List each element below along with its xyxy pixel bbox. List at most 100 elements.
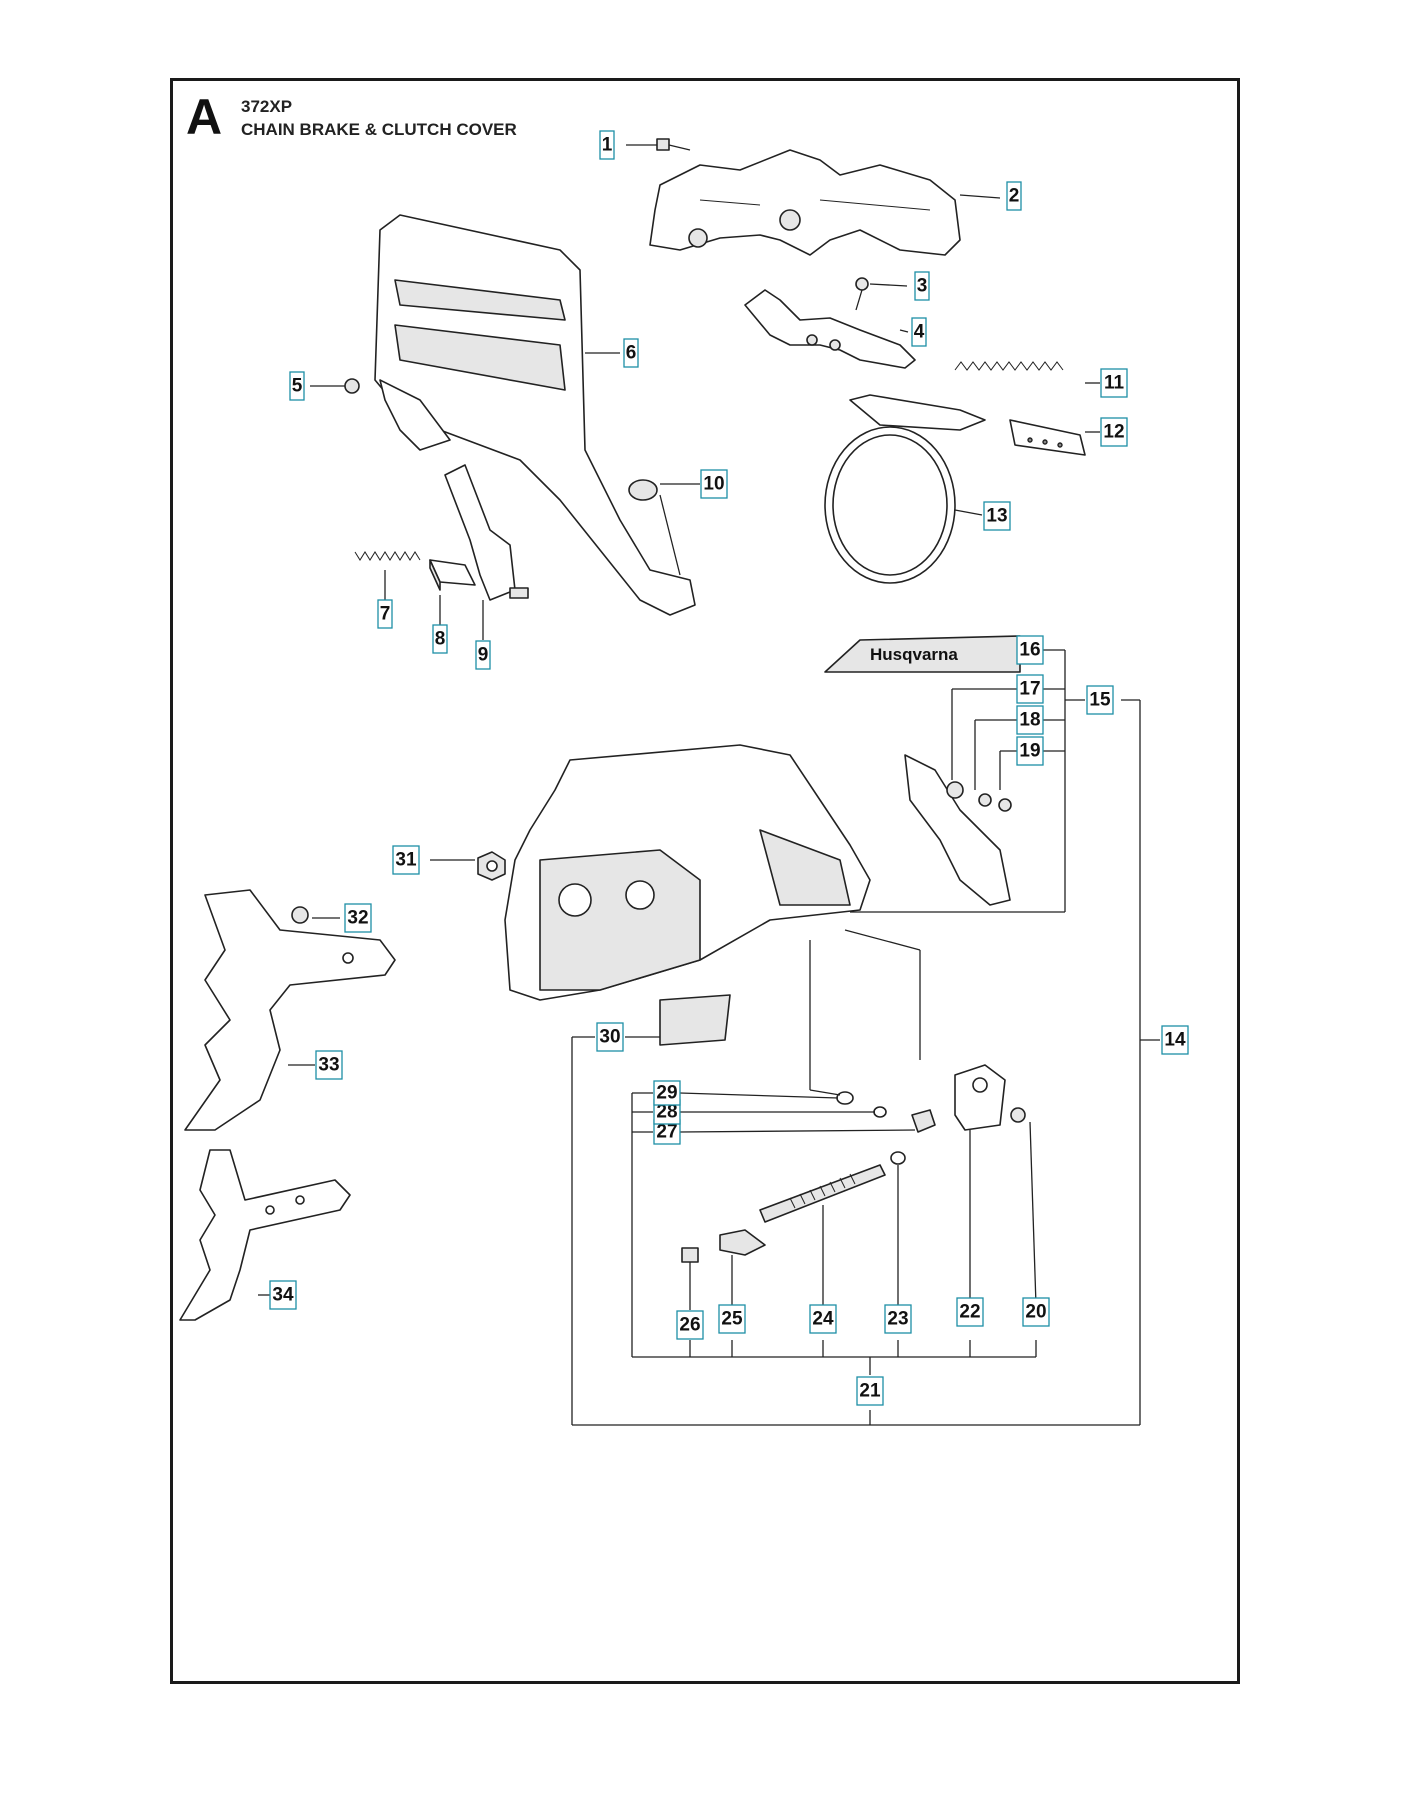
svg-text:30: 30 <box>599 1027 620 1048</box>
callout-15: 15 <box>1086 685 1114 715</box>
part-23-washer <box>890 1151 906 1165</box>
svg-text:23: 23 <box>887 1309 908 1330</box>
part-5-screw <box>344 378 360 394</box>
svg-text:25: 25 <box>721 1309 743 1330</box>
callout-9: 9 <box>475 640 491 670</box>
part-31-nut <box>477 851 506 881</box>
callout-29: 29 <box>653 1080 681 1106</box>
callout-20: 20 <box>1022 1297 1050 1327</box>
callout-8: 8 <box>432 624 448 654</box>
svg-text:14: 14 <box>1164 1030 1186 1051</box>
part-15-brake-plate <box>904 754 1012 906</box>
part-12-bracket <box>1009 419 1086 456</box>
callout-31: 31 <box>392 845 420 875</box>
callout-21: 21 <box>856 1376 884 1406</box>
part-26-nut <box>681 1247 699 1263</box>
svg-text:2: 2 <box>1009 186 1020 207</box>
svg-text:18: 18 <box>1019 710 1040 731</box>
diagram-title: CHAIN BRAKE & CLUTCH COVER <box>241 120 517 139</box>
svg-text:24: 24 <box>812 1309 834 1330</box>
part-2-guard-plate <box>649 149 961 256</box>
callout-13: 13 <box>983 501 1011 531</box>
callout-14: 14 <box>1161 1025 1189 1055</box>
callout-19: 19 <box>1016 736 1044 766</box>
callout-7: 7 <box>377 599 393 629</box>
svg-text:5: 5 <box>292 376 303 397</box>
callout-33: 33 <box>315 1050 343 1080</box>
callout-5: 5 <box>289 371 305 401</box>
callout-22: 22 <box>956 1297 984 1327</box>
part-27-28-29-washers <box>836 1091 936 1133</box>
callout-2: 2 <box>1006 181 1022 211</box>
part-20-screw <box>1010 1107 1026 1123</box>
part-14-clutch-cover <box>504 744 871 1001</box>
callout-12: 12 <box>1100 417 1128 447</box>
callout-16: 16 <box>1016 635 1044 665</box>
part-8-block <box>429 559 476 591</box>
section-letter: A <box>186 89 223 145</box>
part-34-bumper-spike <box>179 1149 351 1321</box>
svg-text:15: 15 <box>1089 690 1111 711</box>
callout-23: 23 <box>884 1304 912 1334</box>
part-30-block <box>659 994 731 1046</box>
svg-text:19: 19 <box>1019 741 1040 762</box>
callouts: 1 2 3 4 5 6 7 8 9 10 11 12 13 14 15 16 1… <box>269 130 1189 1406</box>
svg-text:34: 34 <box>272 1285 294 1306</box>
svg-text:4: 4 <box>914 322 925 343</box>
svg-text:8: 8 <box>435 629 446 650</box>
callout-6: 6 <box>623 338 639 368</box>
part-16-decal: Husqvarna <box>824 635 1021 673</box>
part-4-brake-lever <box>744 289 916 369</box>
part-11-spring <box>954 361 1064 371</box>
callout-1: 1 <box>599 130 615 160</box>
svg-text:26: 26 <box>679 1315 700 1336</box>
svg-text:6: 6 <box>626 343 637 364</box>
callout-26: 26 <box>676 1310 704 1340</box>
callout-11: 11 <box>1100 368 1128 398</box>
callout-10: 10 <box>700 469 728 499</box>
part-33-bumper-spike <box>184 889 396 1131</box>
part-7-spring <box>354 551 421 561</box>
part-13-brake-band <box>824 394 986 584</box>
svg-text:9: 9 <box>478 645 489 666</box>
callout-18: 18 <box>1016 705 1044 735</box>
part-9-lever <box>444 464 529 601</box>
diagram-frame <box>170 78 1240 1684</box>
callout-32: 32 <box>344 903 372 933</box>
part-3-screw <box>855 277 869 311</box>
svg-text:22: 22 <box>959 1302 980 1323</box>
callout-30: 30 <box>596 1022 624 1052</box>
svg-text:17: 17 <box>1019 679 1040 700</box>
part-1-screw <box>656 138 691 151</box>
svg-text:20: 20 <box>1025 1302 1046 1323</box>
svg-text:16: 16 <box>1019 640 1040 661</box>
svg-text:11: 11 <box>1104 373 1125 394</box>
svg-text:32: 32 <box>347 908 368 929</box>
callout-24: 24 <box>809 1304 837 1334</box>
svg-text:33: 33 <box>318 1055 339 1076</box>
part-22-tensioner-plate <box>954 1064 1006 1131</box>
svg-text:7: 7 <box>380 604 391 625</box>
callout-17: 17 <box>1016 674 1044 704</box>
brand-label: Husqvarna <box>870 645 958 664</box>
part-6-hand-guard <box>374 214 696 616</box>
svg-text:1: 1 <box>602 135 613 156</box>
svg-text:12: 12 <box>1103 422 1124 443</box>
part-10-bushing <box>628 479 681 576</box>
model-name: 372XP <box>241 97 293 116</box>
callout-4: 4 <box>911 317 927 347</box>
part-24-tensioner-screw <box>759 1164 886 1223</box>
callout-25: 25 <box>718 1304 746 1334</box>
svg-text:31: 31 <box>395 850 417 871</box>
svg-text:21: 21 <box>859 1381 881 1402</box>
callout-3: 3 <box>914 271 930 301</box>
svg-text:29: 29 <box>656 1083 677 1104</box>
svg-text:10: 10 <box>703 474 724 495</box>
svg-text:3: 3 <box>917 276 928 297</box>
svg-text:28: 28 <box>656 1102 677 1123</box>
svg-text:27: 27 <box>656 1122 677 1143</box>
callout-34: 34 <box>269 1280 297 1310</box>
svg-text:13: 13 <box>986 506 1007 527</box>
leader-lines <box>258 144 1160 1426</box>
